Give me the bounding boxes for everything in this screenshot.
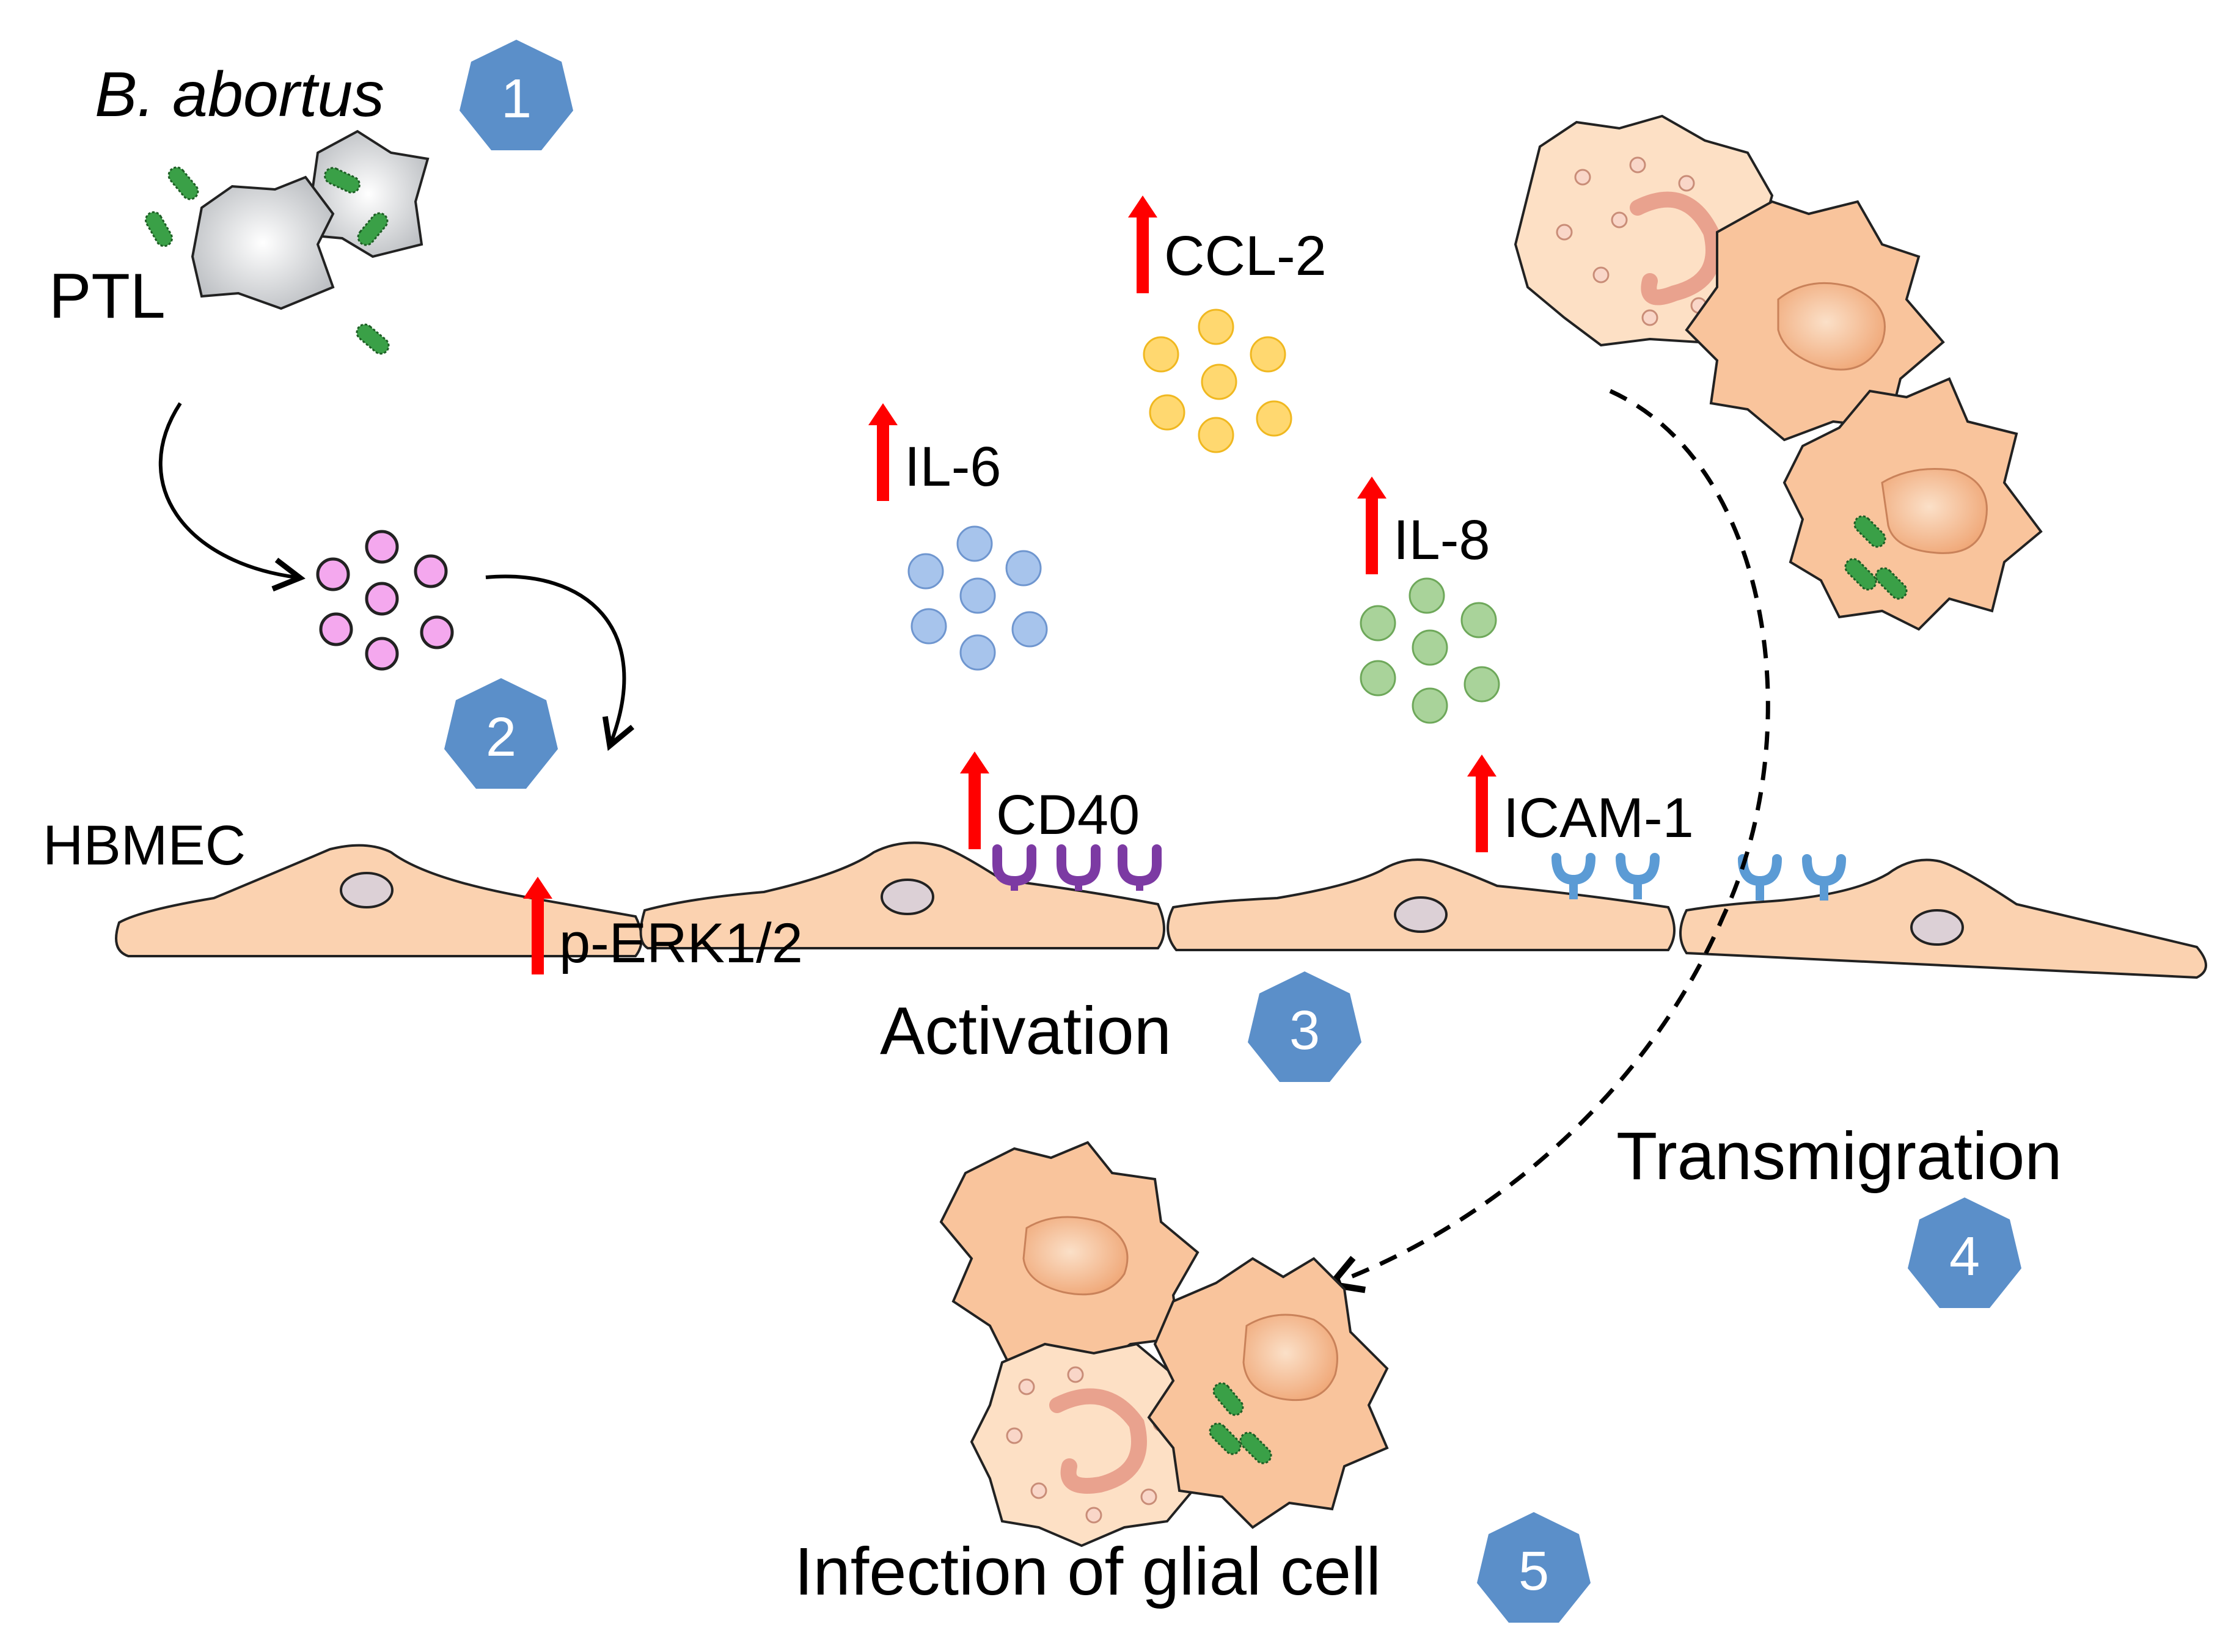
il8-particles [1360, 577, 1500, 724]
perk-group: p-ERK1/2 [523, 877, 803, 974]
transmigration-label: Transmigration [1616, 1119, 2062, 1194]
nucleus-bottom-left [1022, 1216, 1129, 1296]
step-badge-5: 5 [1477, 1512, 1591, 1623]
nucleus-top-middle [1777, 282, 1886, 371]
il8-group: IL-8 [1357, 477, 1500, 724]
hbmec-label: HBMEC [43, 814, 246, 877]
step-badge-4: 4 [1908, 1197, 2021, 1308]
infection-label: Infection of glial cell [794, 1534, 1381, 1609]
glial-cluster-bottom [939, 1141, 1389, 1548]
svg-text:2: 2 [486, 707, 516, 768]
curved-arrow-ptl-to-factors [158, 402, 306, 592]
step-badge-3: 3 [1248, 971, 1361, 1082]
svg-text:4: 4 [1949, 1226, 1980, 1287]
pink-particles [316, 530, 454, 671]
ccl2-label: CCL-2 [1164, 225, 1327, 287]
infected-macrophage-bottom-left [970, 1342, 1200, 1548]
ccl2-particles [1143, 309, 1292, 453]
il6-group: IL-6 [868, 403, 1048, 671]
icam1-label: ICAM-1 [1503, 787, 1694, 849]
il6-particles [907, 525, 1048, 671]
svg-text:3: 3 [1289, 1000, 1320, 1061]
cd40-group: CD40 [960, 751, 1157, 891]
perk-label: p-ERK1/2 [559, 912, 803, 974]
icam-receptors [1556, 858, 1841, 901]
ccl2-group: CCL-2 [1128, 196, 1327, 453]
svg-text:5: 5 [1518, 1541, 1549, 1602]
ptl-label: PTL [49, 261, 166, 332]
bacterium-label: B. abortus [95, 59, 384, 130]
cd40-receptors [997, 849, 1157, 891]
icam1-group: ICAM-1 [1467, 755, 1841, 901]
svg-text:1: 1 [501, 68, 532, 130]
ptl-cell-front [191, 175, 335, 310]
ptl-cells [191, 130, 430, 310]
transmigration-arrow [1325, 389, 1770, 1293]
cd40-label: CD40 [996, 784, 1140, 846]
step-badge-1: 1 [460, 40, 573, 150]
nucleus-glial [1242, 1314, 1338, 1402]
curved-arrow-factors-to-endothelium [485, 574, 635, 751]
activation-label: Activation [880, 993, 1171, 1069]
step-badge-2: 2 [444, 678, 558, 789]
macrophage-cluster-top [1514, 114, 2043, 631]
nucleus-bottom [1881, 468, 1988, 554]
il8-label: IL-8 [1393, 509, 1490, 571]
il6-label: IL-6 [904, 436, 1002, 498]
endothelial-nuclei [340, 872, 1964, 946]
